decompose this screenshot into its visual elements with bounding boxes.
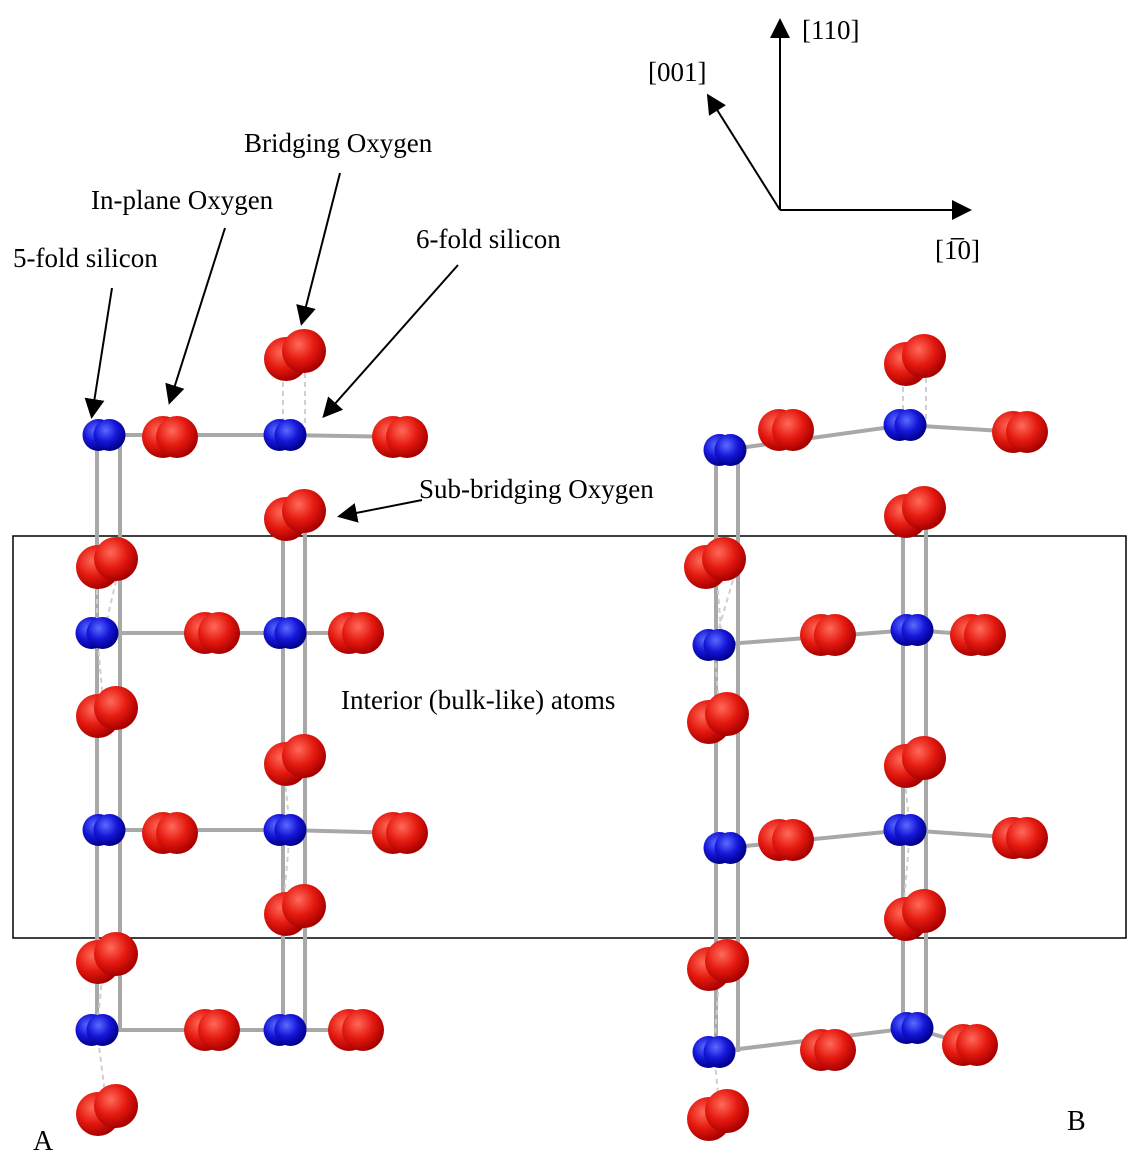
crystal-axes (706, 18, 972, 220)
label-interior-atoms: Interior (bulk-like) atoms (341, 685, 616, 715)
silicon-atom (890, 614, 934, 646)
oxygen-atom (328, 612, 384, 654)
label-five-fold-silicon: 5-fold silicon (13, 243, 158, 273)
panel-label-a: A (33, 1126, 54, 1157)
silicon-atom (82, 814, 126, 846)
arrow-bridging-oxygen (296, 172, 341, 326)
oxygen-atom (800, 614, 856, 656)
silicon-atom (883, 409, 927, 441)
bond (724, 828, 906, 850)
bond (724, 423, 906, 452)
oxygen-atom (264, 734, 326, 786)
oxygen-atom (372, 812, 428, 854)
arrow-in-plane-oxygen (165, 227, 226, 405)
six-fold-silicon-atom (263, 419, 307, 451)
oxygen-atom (942, 1024, 998, 1066)
silicon-atom (75, 617, 119, 649)
oxygen-atom (884, 486, 946, 538)
atoms-layer (75, 329, 1048, 1141)
arrow-sub-bridging-oxygen (337, 499, 423, 523)
sub-bridging-oxygen-atom (264, 489, 326, 541)
axis-label-110: [110] (802, 15, 860, 45)
oxygen-atom (372, 416, 428, 458)
oxygen-atom (142, 812, 198, 854)
oxygen-atom (184, 1009, 240, 1051)
oxygen-atom (800, 1029, 856, 1071)
panel-label-b: B (1067, 1106, 1086, 1137)
oxygen-atom (884, 889, 946, 941)
oxygen-atom (76, 1084, 138, 1136)
oxygen-atom (687, 1089, 749, 1141)
arrow-six-fold-silicon (322, 264, 459, 418)
interior-region-box (12, 535, 1127, 939)
silicon-atom (703, 832, 747, 864)
in-plane-oxygen-atom (142, 416, 198, 458)
five-fold-silicon-atom (82, 419, 126, 451)
oxygen-atom (684, 537, 746, 589)
oxygen-atom (884, 334, 946, 386)
arrow-five-fold-silicon (84, 287, 113, 419)
oxygen-atom (758, 819, 814, 861)
pointer-arrows (84, 172, 459, 523)
label-six-fold-silicon: 6-fold silicon (416, 224, 561, 254)
axis-label-1-10: [1̅0] (935, 235, 980, 265)
oxygen-atom (76, 537, 138, 589)
label-in-plane-oxygen: In-plane Oxygen (91, 185, 274, 215)
oxygen-atom (950, 614, 1006, 656)
oxygen-atom (992, 411, 1048, 453)
oxygen-atom (992, 817, 1048, 859)
silicon-atom (75, 1014, 119, 1046)
axis-001-arrow (706, 93, 781, 211)
silicon-atom (692, 629, 736, 661)
oxygen-atom (687, 692, 749, 744)
silicon-atom (263, 814, 307, 846)
silicon-atom (263, 617, 307, 649)
oxygen-atom (264, 884, 326, 936)
label-sub-bridging-oxygen: Sub-bridging Oxygen (419, 474, 654, 504)
oxygen-atom (76, 932, 138, 984)
bonds-layer (95, 355, 1021, 1116)
silicon-atom (883, 814, 927, 846)
axis-label-001: [001] (648, 57, 707, 87)
silicon-atom (692, 1036, 736, 1068)
oxygen-atom (758, 409, 814, 451)
oxygen-atom (328, 1009, 384, 1051)
silicon-atom (890, 1012, 934, 1044)
oxygen-atom (76, 686, 138, 738)
oxygen-atom (884, 736, 946, 788)
label-bridging-oxygen: Bridging Oxygen (244, 128, 433, 158)
silicon-atom (703, 434, 747, 466)
bridging-oxygen-atom (264, 329, 326, 381)
silicon-atom (263, 1014, 307, 1046)
oxygen-atom (184, 612, 240, 654)
oxygen-atom (687, 939, 749, 991)
